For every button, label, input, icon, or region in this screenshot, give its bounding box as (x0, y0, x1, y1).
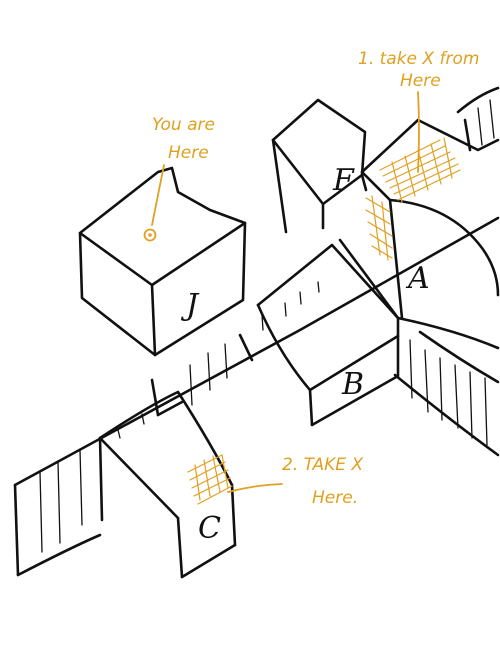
you-are-here-annotation: You are Here (152, 115, 215, 163)
step2-line2: Here. (312, 488, 358, 508)
step2-pointer-line (228, 484, 282, 492)
step1-line2: Here (400, 71, 441, 91)
building-b: B (258, 245, 398, 425)
pickup-zone-2 (188, 455, 232, 504)
building-f-label: F (332, 163, 355, 198)
building-c: C (100, 392, 235, 577)
step2-line1: 2. TAKE X (282, 455, 363, 475)
step1-line1: 1. take X from (358, 49, 479, 69)
building-f: F (273, 100, 366, 232)
you-are-here-line1: You are (152, 115, 215, 135)
step2-annotation: 2. TAKE X Here. (282, 455, 363, 508)
step1-pointer-line (418, 92, 419, 172)
building-b-label: B (341, 367, 364, 402)
step1-annotation: 1. take X from Here (358, 49, 479, 91)
building-j: J (80, 168, 245, 355)
right-lower-wall (395, 332, 498, 455)
building-j-label: J (180, 288, 200, 323)
building-c-label: C (198, 511, 221, 546)
you-are-here-line2: Here (168, 143, 209, 163)
building-a-label: A (405, 261, 430, 296)
